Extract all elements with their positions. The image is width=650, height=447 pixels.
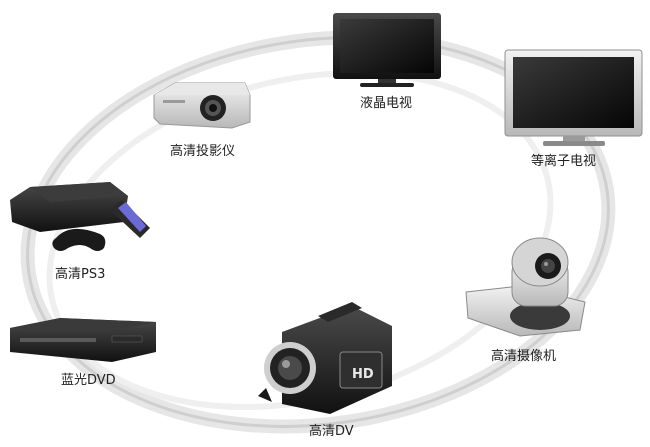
label-hd-projector: 高清投影仪: [170, 144, 236, 159]
label-bluray-dvd: 蓝光DVD: [61, 373, 116, 388]
projector-icon: [153, 82, 251, 129]
label-lcd-tv: 液晶电视: [360, 96, 413, 111]
game-console-icon: [10, 182, 150, 251]
plasma-tv-icon: [504, 49, 643, 146]
lcd-tv-icon: [333, 13, 441, 87]
label-hd-camera: 高清摄像机: [491, 349, 557, 364]
camcorder-icon: HD: [258, 302, 392, 414]
label-plasma-tv: 等离子电视: [531, 154, 597, 169]
ptz-camera-icon: [465, 237, 586, 337]
camcorder-hd-badge: HD: [352, 367, 374, 382]
label-hd-ps3: 高清PS3: [55, 267, 106, 282]
label-hd-dv: 高清DV: [309, 424, 354, 439]
bluray-player-icon: [10, 318, 156, 362]
